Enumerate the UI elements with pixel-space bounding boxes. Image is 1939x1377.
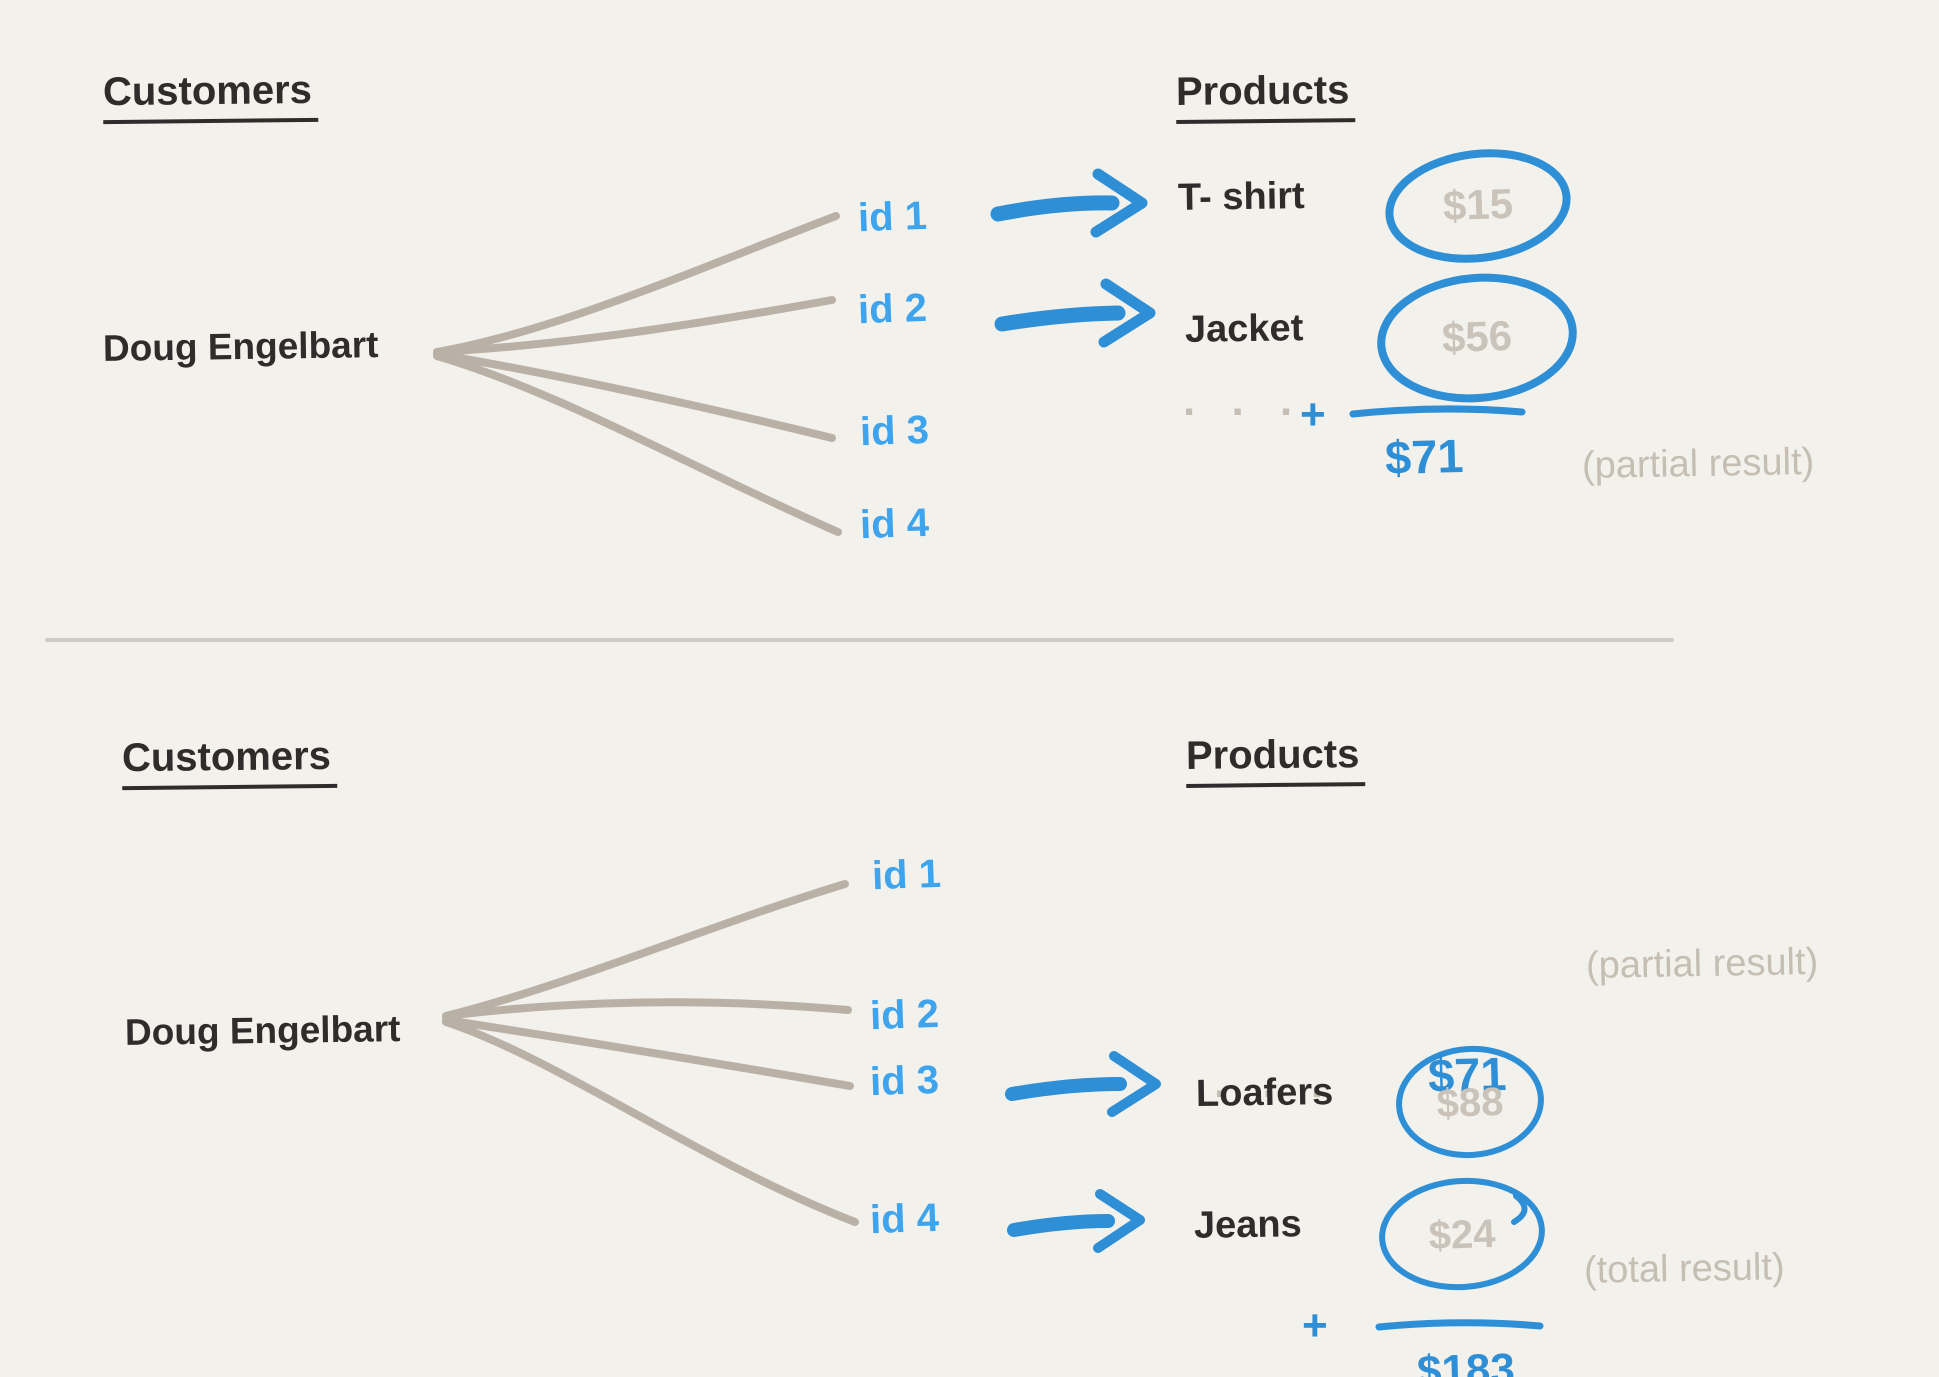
total-result-note: (total result) [1583,1246,1785,1292]
customers-heading-bottom: Customers [122,734,338,791]
fan-line-top-2 [433,296,836,356]
id-label-bottom-2: id 2 [869,991,940,1039]
customer-name-top: Doug Engelbart [102,324,379,369]
price-loafers: $88 [1435,1079,1505,1127]
total-sum: $183 [1416,1344,1516,1377]
arrow-head-icon-bottom-3 [1107,1051,1161,1117]
arrow-shaft-bottom-3 [1005,1077,1127,1101]
partial-sum-top: $71 [1384,428,1465,485]
fan-line-top-3 [433,350,836,442]
fan-line-bottom-2 [442,998,852,1020]
plus-sign-bottom: + [1302,1301,1328,1350]
price-jacket: $56 [1441,311,1513,362]
product-name-tshirt: T- shirt [1177,175,1305,219]
id-label-bottom-1: id 1 [871,851,942,899]
fan-line-top-1 [433,212,840,356]
price-circle-icon-24 [1379,1177,1545,1291]
price-circle-icon-88 [1396,1045,1544,1159]
products-heading-bottom: Products [1186,732,1366,788]
arrow-head-icon-bottom-4 [1093,1189,1145,1253]
product-name-loafers: Loafers [1195,1071,1334,1115]
ellipsis-dots-bottom: . . . [1214,1058,1336,1107]
fan-line-bottom-3 [442,1016,854,1090]
fan-lines-bottom [442,880,859,1226]
arrow-shaft-top-1 [990,195,1120,222]
id-label-top-4: id 4 [859,500,930,548]
sum-line-top [1349,405,1526,418]
arrow-shaft-top-2 [994,305,1126,332]
plus-sign-top: + [1300,390,1326,439]
arrows-top [990,168,1156,348]
customer-name-bottom: Doug Engelbart [124,1008,401,1053]
price-tshirt: $15 [1442,179,1514,230]
arrow-head-icon-top-2 [1098,278,1156,348]
product-name-jacket: Jacket [1184,307,1304,351]
id-label-top-2: id 2 [857,285,928,333]
arrows-bottom [1005,1051,1161,1253]
product-name-jeans: Jeans [1193,1203,1303,1247]
fan-lines-top [433,212,842,536]
fan-line-bottom-4 [442,1018,859,1226]
id-label-top-1: id 1 [857,193,928,241]
circle-tail-icon [1511,1193,1528,1225]
price-circle-icon-56 [1377,273,1577,403]
arrow-head-icon-top-1 [1090,168,1148,238]
id-label-bottom-3: id 3 [869,1057,940,1105]
arrow-shaft-bottom-4 [1007,1214,1115,1237]
price-jeans: $24 [1427,1211,1497,1259]
partial-result-note-top: (partial result) [1581,440,1815,488]
products-heading-top: Products [1176,68,1356,124]
sum-line-bottom [1375,1319,1544,1331]
id-label-top-3: id 3 [859,407,930,455]
fan-line-top-4 [433,352,842,536]
fan-line-bottom-1 [442,880,849,1020]
price-circle-icon-15 [1385,149,1571,263]
customers-heading-top: Customers [103,68,319,125]
partial-result-note-bottom: (partial result) [1585,940,1819,988]
id-label-bottom-4: id 4 [869,1195,940,1243]
ellipsis-dots-top: . . . [1183,376,1305,425]
